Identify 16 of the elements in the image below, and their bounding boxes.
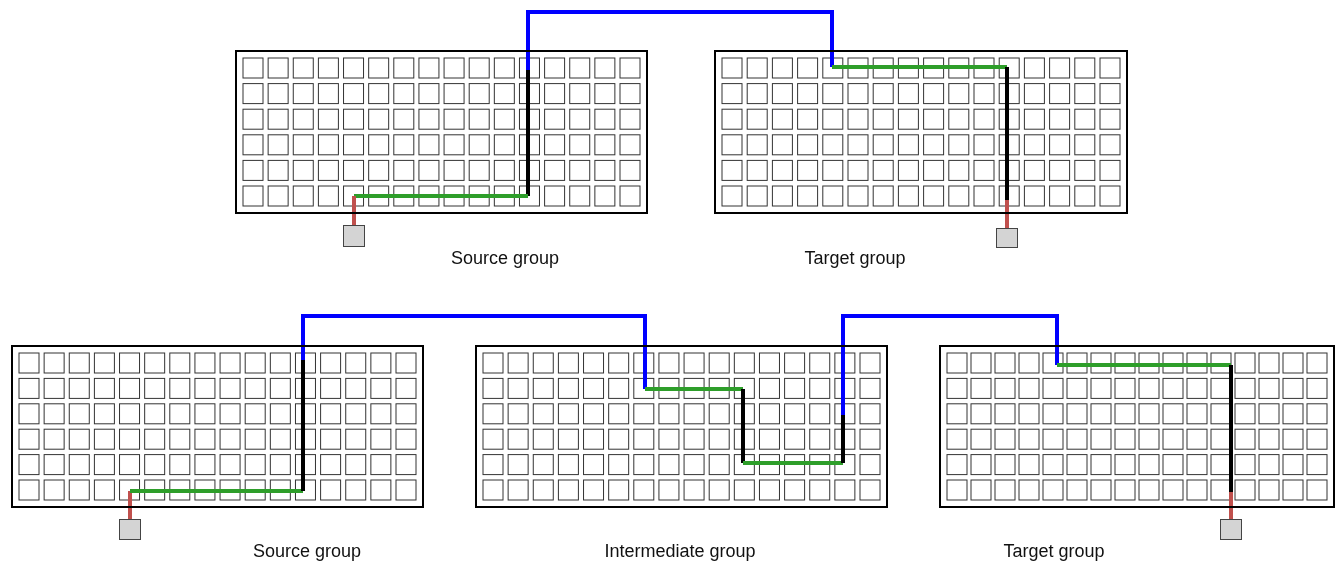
endpoint-box — [996, 228, 1018, 248]
group-caption: Target group — [804, 248, 906, 269]
link-line — [1229, 508, 1233, 519]
endpoint-box — [343, 225, 365, 247]
link-line — [128, 508, 132, 519]
group-caption: Target group — [1003, 541, 1105, 562]
endpoint-box — [1220, 519, 1242, 540]
group-caption: Source group — [252, 541, 362, 562]
link-line — [301, 314, 647, 345]
group-caption: Source group — [450, 248, 560, 269]
link-line — [352, 214, 356, 225]
link-line — [841, 314, 1059, 345]
group-caption: Intermediate group — [604, 541, 756, 562]
link-line — [1005, 214, 1009, 228]
link-line — [526, 10, 834, 50]
endpoint-box — [119, 519, 141, 540]
